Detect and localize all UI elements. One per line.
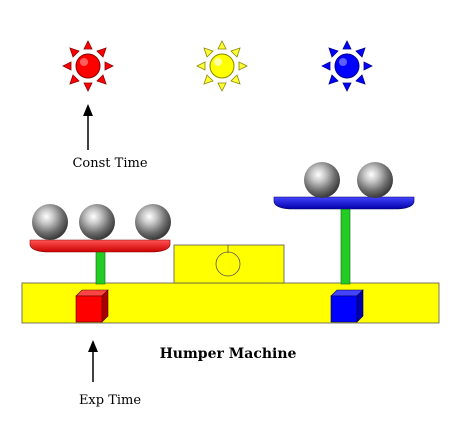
- blue-light-icon: [321, 40, 373, 92]
- left-ball-1: [32, 204, 68, 240]
- right-tray: [273, 196, 415, 210]
- left-tray: [29, 239, 171, 253]
- left-ball-2: [79, 204, 115, 240]
- red-light-icon: [62, 40, 114, 92]
- machine-name-label: Humper Machine: [160, 346, 297, 362]
- const-time-arrow: [83, 104, 93, 150]
- right-ball-2: [357, 162, 393, 198]
- red-cube: [75, 289, 109, 323]
- right-ball-1: [304, 162, 340, 198]
- yellow-light-icon: [196, 40, 248, 92]
- exp-time-arrow: [88, 340, 98, 382]
- center-housing: [173, 244, 285, 284]
- blue-cube: [330, 289, 364, 323]
- left-ball-3: [135, 204, 171, 240]
- exp-time-label: Exp Time: [79, 393, 141, 408]
- const-time-label: Const Time: [72, 156, 147, 171]
- right-post: [340, 206, 351, 285]
